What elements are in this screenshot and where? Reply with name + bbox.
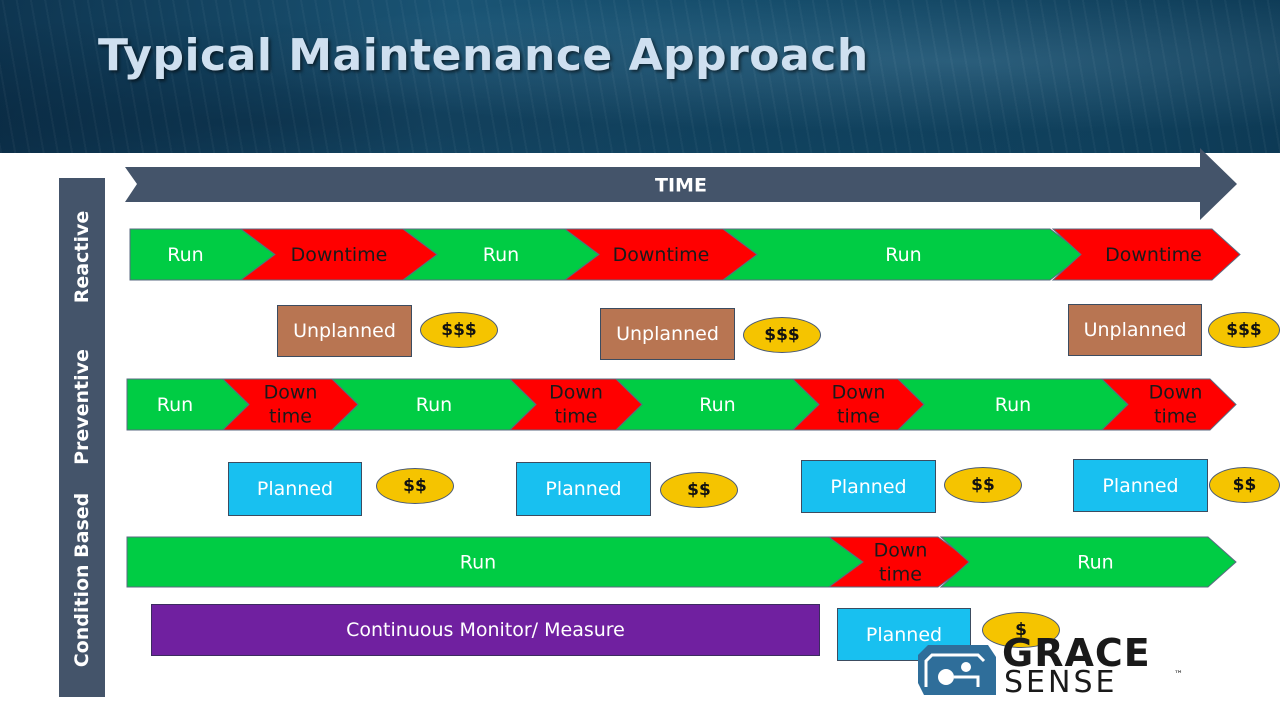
run-label: Run	[460, 552, 496, 574]
cost-coin: $	[982, 612, 1060, 648]
cost-coin: $$	[1209, 467, 1280, 503]
cost-coin: $$$	[420, 312, 498, 348]
run-label: Run	[995, 394, 1031, 416]
downtime-segment	[1100, 378, 1237, 431]
run-label: Run	[157, 394, 193, 416]
downtime-label: time	[1154, 406, 1197, 428]
downtime-segment	[1051, 228, 1241, 281]
downtime-label: Down	[1149, 382, 1203, 404]
downtime-label: Down	[549, 382, 603, 404]
run-label: Run	[416, 394, 452, 416]
downtime-label: Downtime	[613, 244, 710, 266]
grace-sense-logo: GRACE SENSE ™	[918, 634, 1248, 700]
header-banner: Typical Maintenance Approach	[0, 0, 1280, 153]
run-segment	[939, 536, 1237, 588]
run-label: Run	[483, 244, 519, 266]
run-label: Run	[885, 244, 921, 266]
planned-box: Planned	[228, 462, 362, 516]
logo-trademark: ™	[1174, 670, 1183, 680]
downtime-label: time	[269, 406, 312, 428]
downtime-label: Down	[874, 540, 928, 562]
run-segment	[721, 228, 1085, 281]
run-label: Run	[167, 244, 203, 266]
reactive-row: Run Downtime Run Downtime Run Downtime	[129, 228, 1241, 281]
downtime-label: time	[879, 564, 922, 586]
header-background-texture	[0, 0, 1280, 153]
cost-coin: $$$	[1208, 312, 1280, 348]
cost-coin: $$	[376, 468, 454, 504]
continuous-monitor-bar: Continuous Monitor/ Measure	[151, 604, 820, 656]
planned-box: Planned	[801, 460, 936, 513]
unplanned-box: Unplanned	[600, 308, 735, 360]
unplanned-box: Unplanned	[1068, 304, 1202, 356]
category-side-bar	[59, 178, 105, 697]
planned-box: Planned	[837, 608, 971, 661]
cost-coin: $$	[944, 467, 1022, 503]
unplanned-box: Unplanned	[277, 305, 412, 357]
downtime-label: time	[837, 406, 880, 428]
downtime-label: Downtime	[1105, 244, 1202, 266]
planned-box: Planned	[516, 462, 651, 516]
condition-row: Run Downtime Run	[126, 536, 1237, 588]
downtime-label: time	[555, 406, 598, 428]
time-label: TIME	[655, 175, 707, 197]
logo-text-grace: GRACE	[1002, 631, 1151, 675]
planned-box: Planned	[1073, 459, 1208, 512]
logo-text-sense: SENSE	[1004, 665, 1118, 700]
downtime-label: Down	[832, 382, 886, 404]
cost-coin: $$	[660, 472, 738, 508]
preventive-row: RunDowntimeRunDowntimeRunDowntimeRunDown…	[126, 378, 1237, 431]
cost-coin: $$$	[743, 317, 821, 353]
run-label: Run	[1077, 552, 1113, 574]
run-label: Run	[699, 394, 735, 416]
time-arrow	[125, 148, 1237, 220]
grace-sense-logo-icon	[918, 645, 996, 695]
page-title: Typical Maintenance Approach	[98, 30, 869, 81]
downtime-segment	[827, 536, 973, 588]
downtime-label: Downtime	[291, 244, 388, 266]
downtime-label: Down	[264, 382, 318, 404]
